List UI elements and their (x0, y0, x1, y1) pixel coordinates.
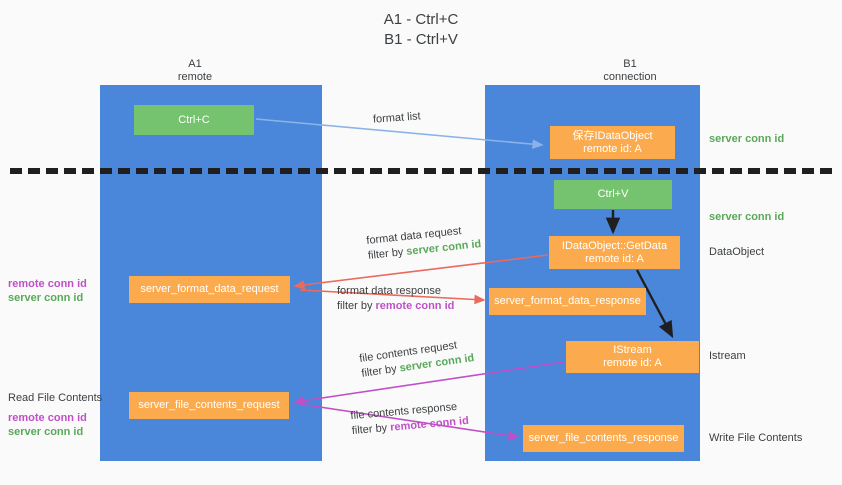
label-format-data-response: format data response filter by remote co… (337, 284, 454, 314)
side-label-server-conn-id-top: server conn id (709, 132, 784, 146)
box-getdata-line2: remote id: A (585, 252, 644, 265)
side-label-istream-text: Istream (709, 350, 746, 362)
diagram-title: A1 - Ctrl+C B1 - Ctrl+V (0, 10, 842, 50)
label-fd-req-filter-prefix: filter by (367, 245, 407, 262)
label-file-contents-response: file contents response filter by remote … (350, 399, 470, 439)
side-label-conn-ids-lower: remote conn id server conn id (8, 411, 87, 439)
box-sfcresp-line1: server_file_contents_response (528, 432, 679, 444)
lane-header-a1: A1 remote (130, 58, 260, 84)
side-label-remote-conn-id-upper: remote conn id (8, 278, 87, 290)
label-fc-req-filter-prefix: filter by (360, 362, 401, 380)
label-fc-resp-filter-prefix: filter by (351, 421, 391, 438)
box-idataobject-getdata[interactable]: IDataObject::GetData remote id: A (549, 236, 680, 269)
label-fd-resp-filter-target: remote conn id (375, 300, 455, 312)
title-line-2: B1 - Ctrl+V (384, 31, 458, 48)
box-ctrl-c-line1: Ctrl+C (178, 113, 210, 126)
box-istream-line2: remote id: A (603, 357, 662, 369)
side-label-conn-ids-upper: remote conn id server conn id (8, 277, 87, 305)
side-label-dataobject: DataObject (709, 245, 764, 259)
side-label-remote-conn-id-lower: remote conn id (8, 412, 87, 424)
label-format-data-request: format data request filter by server con… (366, 222, 482, 264)
side-label-server-conn-id-upper: server conn id (8, 292, 84, 304)
side-label-read-file-contents: Read File Contents (8, 391, 102, 405)
box-save-dataobject-line1: 保存IDataObject (572, 129, 653, 142)
lane-a1-name: A1 (188, 58, 202, 70)
box-sfdreq-line1: server_format_data_request (140, 283, 279, 295)
lane-b1-name: B1 (623, 58, 637, 70)
label-fd-resp-line1: format data response (337, 285, 441, 297)
box-ctrl-v[interactable]: Ctrl+V (554, 180, 672, 209)
side-label-server-conn-id-second-text: server conn id (709, 211, 785, 223)
box-istream-line1: IStream (613, 344, 652, 356)
side-label-istream: Istream (709, 349, 746, 363)
box-save-dataobject-line2: remote id: A (583, 142, 642, 155)
lane-header-b1: B1 connection (565, 58, 695, 84)
box-ctrl-c[interactable]: Ctrl+C (134, 105, 254, 135)
box-server-format-data-request[interactable]: server_format_data_request (129, 276, 290, 303)
box-server-file-contents-response[interactable]: server_file_contents_response (523, 425, 684, 452)
box-istream[interactable]: IStream remote id: A (566, 341, 699, 373)
lane-b1-subtitle: connection (603, 71, 657, 83)
side-label-read-file-contents-text: Read File Contents (8, 392, 103, 404)
box-sfcreq-line1: server_file_contents_request (138, 399, 280, 411)
lane-a1-subtitle: remote (177, 71, 213, 83)
box-sfdresp-line1: server_format_data_response (494, 295, 641, 307)
box-ctrl-v-line1: Ctrl+V (597, 188, 629, 200)
side-label-server-conn-id-lower: server conn id (8, 426, 84, 438)
side-label-dataobject-text: DataObject (709, 246, 765, 258)
label-fd-resp-filter-prefix: filter by (337, 300, 376, 312)
box-server-format-data-response[interactable]: server_format_data_response (489, 288, 646, 315)
phase-divider (10, 168, 832, 174)
label-fd-resp-filter: filter by remote conn id (337, 299, 454, 314)
box-save-dataobject[interactable]: 保存IDataObject remote id: A (550, 126, 675, 159)
title-line-1: A1 - Ctrl+C (383, 11, 459, 28)
side-label-server-conn-id-second: server conn id (709, 210, 784, 224)
side-label-write-file-contents: Write File Contents (709, 431, 802, 445)
side-label-write-file-contents-text: Write File Contents (709, 432, 803, 444)
label-format-list-line1: format list (372, 110, 422, 126)
label-file-contents-request: file contents request filter by server c… (358, 336, 475, 382)
box-getdata-line1: IDataObject::GetData (561, 239, 668, 252)
side-label-server-conn-id-top-text: server conn id (709, 133, 785, 145)
label-format-list: format list (373, 109, 422, 127)
box-server-file-contents-request[interactable]: server_file_contents_request (129, 392, 289, 419)
